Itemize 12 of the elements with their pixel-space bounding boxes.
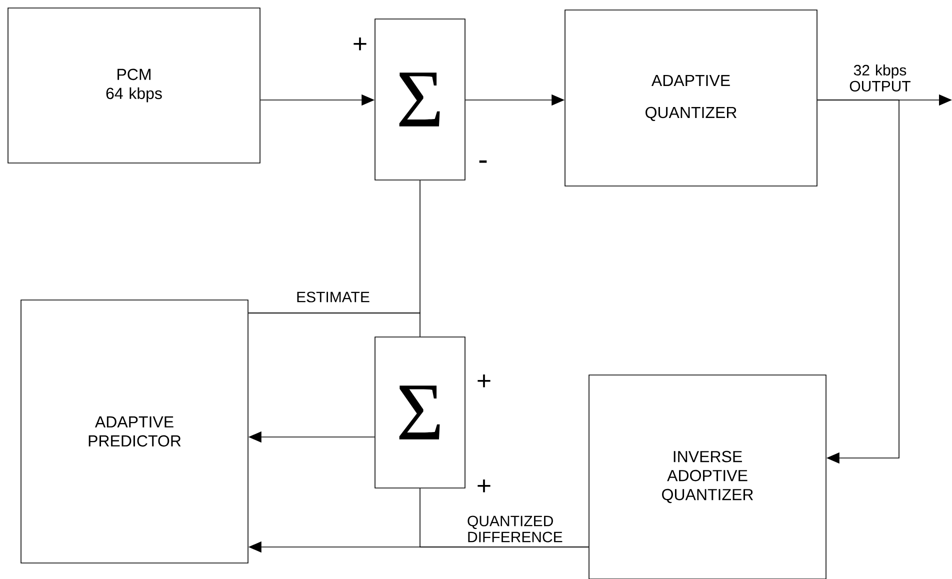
sign-label: + (478, 480, 490, 492)
process-box: ADAPTIVE PREDICTOR (20, 300, 248, 564)
sign-label: - (479, 160, 487, 163)
process-box: PCM 64 kbps (8, 8, 260, 164)
summing-box: Σ (374, 18, 466, 180)
process-box: INVERSE ADOPTIVE QUANTIZER (588, 374, 826, 579)
arrow (817, 100, 900, 464)
process-box: ADAPTIVE QUANTIZER (564, 10, 818, 186)
summing-box: Σ (374, 336, 466, 488)
edge-label: ESTIMATE (292, 290, 374, 304)
edge-label: QUANTIZED DIFFERENCE (466, 514, 562, 544)
edge-label: 32 kbps OUTPUT (844, 64, 916, 93)
